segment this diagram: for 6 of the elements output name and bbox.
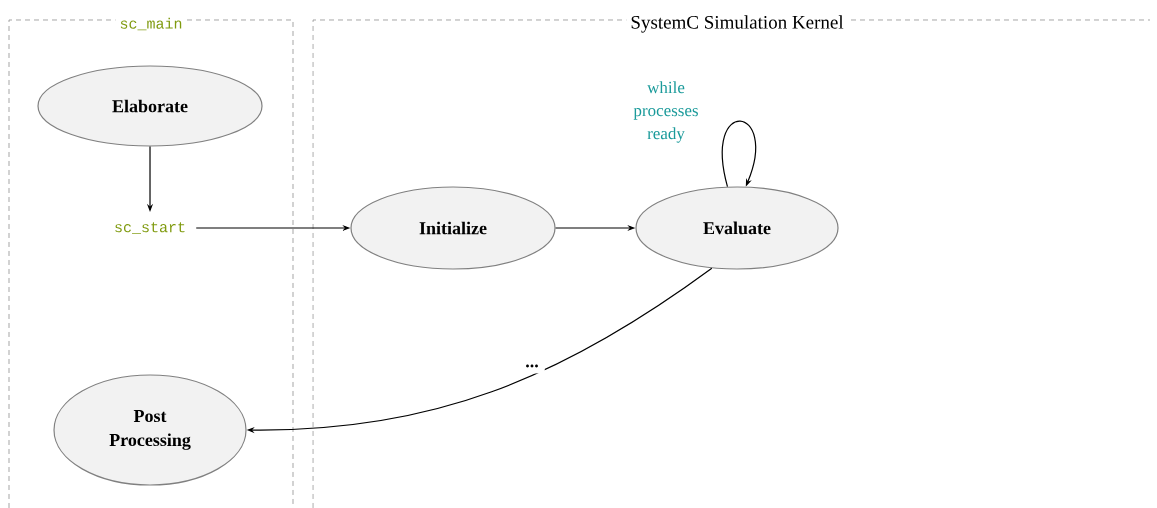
- node-label: SystemC Simulation Kernel: [631, 15, 844, 33]
- function-call: sc_start: [115, 222, 185, 234]
- loop-label: while processes ready: [633, 81, 698, 143]
- node-label: sc_main: [120, 17, 182, 31]
- edge-label: ...: [526, 364, 538, 368]
- arrow: [721, 120, 757, 188]
